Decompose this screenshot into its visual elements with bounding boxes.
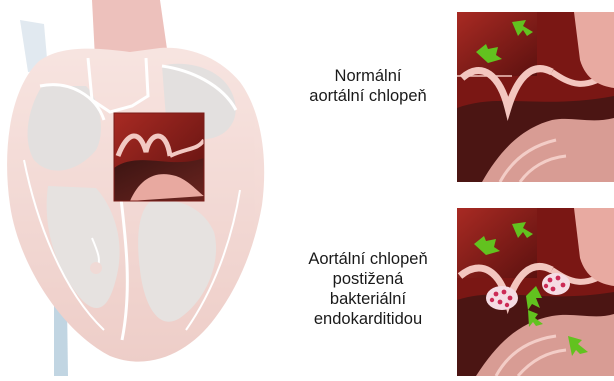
affected-valve-panel <box>457 208 614 376</box>
affected-valve-label: Aortální chlopeň postižená bakteriální e… <box>288 249 448 329</box>
affected-valve-label-line4: endokarditidou <box>288 309 448 329</box>
heart-zoom-inset <box>114 113 204 201</box>
affected-valve-label-line2: postižená <box>288 269 448 289</box>
normal-valve-label-line1: Normální <box>288 66 448 86</box>
affected-valve-label-line3: bakteriální <box>288 289 448 309</box>
vegetation-icon <box>542 273 570 295</box>
affected-valve-label-line1: Aortální chlopeň <box>288 249 448 269</box>
normal-valve-label-line2: aortální chlopeň <box>288 86 448 106</box>
vegetation-icon <box>486 286 518 310</box>
normal-valve-label: Normální aortální chlopeň <box>288 66 448 106</box>
normal-valve-panel <box>457 12 614 182</box>
